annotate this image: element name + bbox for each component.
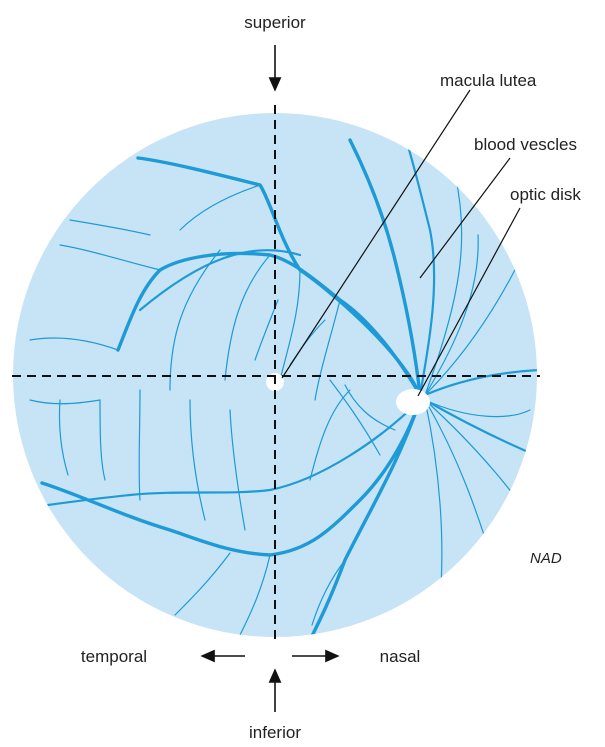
illustrator-signature: NAD xyxy=(530,550,562,567)
disk-label: optic disk xyxy=(510,185,581,204)
optic-disk xyxy=(396,389,430,415)
temporal-label: temporal xyxy=(81,647,147,666)
superior-label: superior xyxy=(244,13,306,32)
blood-vessel-network xyxy=(29,118,537,637)
nasal-label: nasal xyxy=(380,647,421,666)
disk-leader xyxy=(417,207,521,397)
macula-leader xyxy=(281,89,471,379)
inferior-label: inferior xyxy=(249,723,301,742)
macula-label: macula lutea xyxy=(440,71,537,90)
vessels-leader xyxy=(419,157,511,279)
vessels-label: blood vescles xyxy=(474,135,577,154)
